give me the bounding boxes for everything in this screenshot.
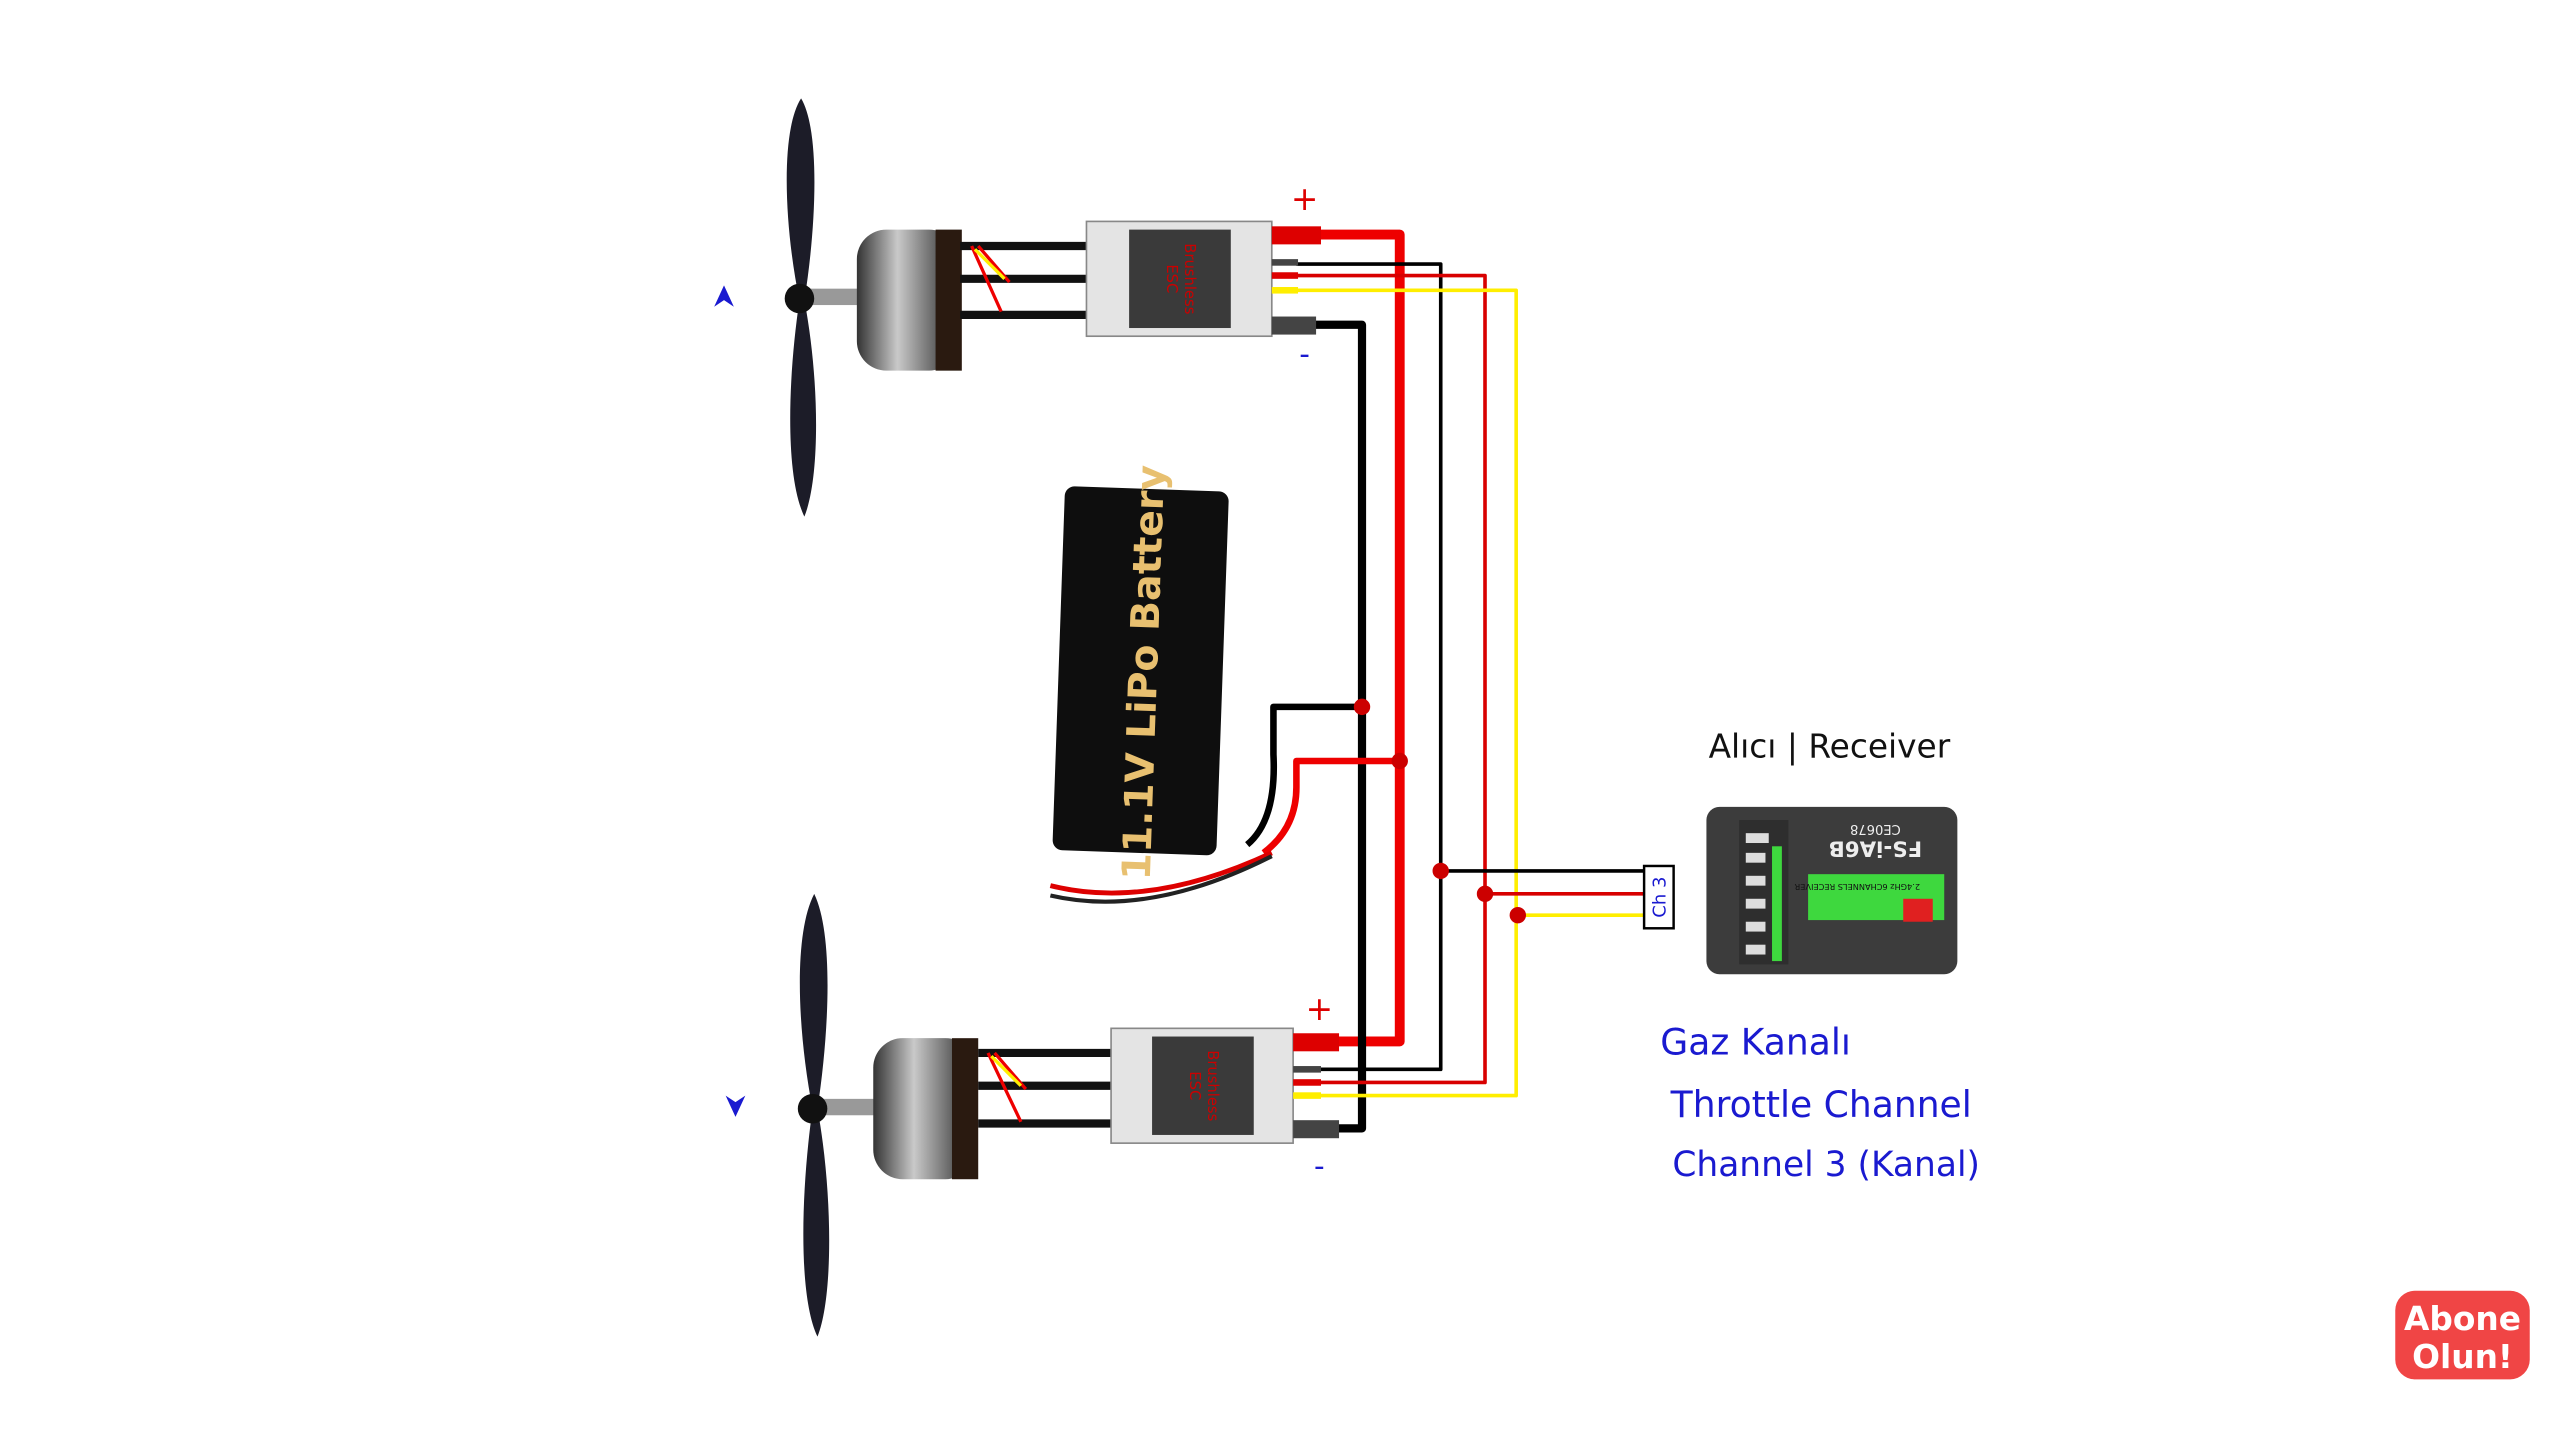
- wires: [1049, 229, 1645, 1133]
- receiver-spec: 2.4GHz 6CHANNELS RECEIVER: [1794, 882, 1920, 892]
- wire-junctions: [1353, 698, 1527, 924]
- badge-line-1: Abone: [2404, 1300, 2521, 1338]
- esc-label: ESC: [1163, 264, 1180, 293]
- battery-positive-wire: [1261, 757, 1400, 856]
- bottom-minus-label: -: [1314, 1149, 1325, 1183]
- bottom-esc: Brushless ESC: [1110, 1027, 1340, 1144]
- top-esc: Brushless ESC: [1085, 220, 1322, 338]
- bottom-plus-label: +: [1306, 990, 1333, 1028]
- annotation-gaz-kanali: Gaz Kanalı: [1660, 1022, 1851, 1064]
- esc-label: ESC: [1186, 1071, 1203, 1100]
- rotation-arrow-up-icon: [714, 285, 734, 307]
- annotation-channel-3: Channel 3 (Kanal): [1672, 1145, 1980, 1185]
- main-positive-wire: [1321, 229, 1405, 1047]
- esc-label: Brushless: [1181, 243, 1198, 314]
- lipo-battery: 11.1V LiPo Battery: [1052, 464, 1229, 881]
- signal-ground-wire: [1296, 262, 1443, 1072]
- bottom-motor: [873, 1038, 975, 1180]
- main-negative-wire: [1312, 320, 1367, 1133]
- receiver-cert: CE0678: [1850, 821, 1901, 836]
- channel-tag: Ch 3: [1649, 877, 1670, 918]
- channel-3-connector: Ch 3: [1642, 864, 1675, 930]
- top-plus-label: +: [1291, 180, 1318, 218]
- receiver-model: FS-iA6B: [1829, 835, 1923, 860]
- subscribe-badge[interactable]: Abone Olun!: [2395, 1290, 2530, 1380]
- signal-throttle-wire: [1296, 288, 1518, 1098]
- receiver-fs-ia6b: FS-iA6B CE0678 2.4GHz 6CHANNELS RECEIVER: [1706, 806, 1958, 975]
- battery-negative-wire: [1245, 703, 1363, 848]
- rotation-arrow-down-icon: [725, 1095, 746, 1117]
- badge-line-2: Olun!: [2412, 1338, 2513, 1376]
- receiver-heading: Alıcı | Receiver: [1709, 728, 1951, 766]
- top-motor: [856, 229, 959, 371]
- bottom-motor-assembly: [797, 893, 1112, 1337]
- top-minus-label: -: [1299, 337, 1310, 371]
- top-motor-assembly: [784, 98, 1087, 517]
- esc-label: Brushless: [1204, 1050, 1221, 1121]
- signal-power-wire: [1296, 273, 1487, 1085]
- annotation-throttle-channel: Throttle Channel: [1670, 1084, 1972, 1126]
